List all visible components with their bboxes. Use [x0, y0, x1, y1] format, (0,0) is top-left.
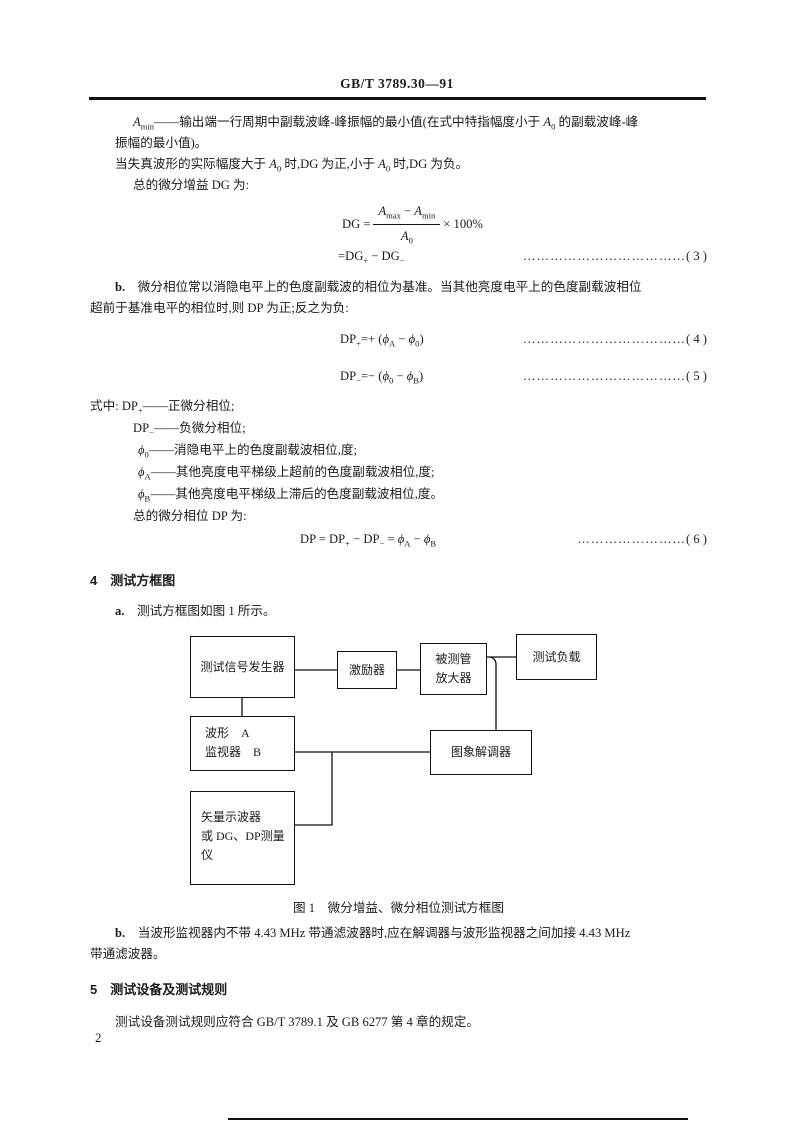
page-number: 2	[95, 1030, 102, 1045]
page-content: Amin——输出端一行周期中副载波峰-峰振幅的最小值(在式中特指幅度小于 A0 …	[90, 112, 707, 1033]
diagram-label-demodulator: 图象解调器	[450, 745, 511, 759]
block-diagram: 测试信号发生器 激励器 被测管 放大器 测试负载 波形 A 监视器 B 图象解调…	[90, 630, 707, 892]
eq3-rhs: × 100%	[443, 216, 483, 231]
eq6-tail: ……………………( 6 )	[577, 529, 707, 550]
diagram-box-waveform-monitor: 波形 A 监视器 B	[190, 716, 295, 771]
text-item-b-phase-line2: 超前于基准电平的相位时,则 DP 为正;反之为负:	[90, 301, 349, 315]
eq3-fraction: Amax − Amin A0	[373, 201, 441, 247]
eq4-leader-dots: ………………………………	[522, 332, 687, 346]
eq4-expression: DP+=+ (ϕA − ϕ0)	[340, 332, 424, 349]
wire-tap-to-demodulator	[488, 656, 497, 730]
section-4-heading: 4 测试方框图	[90, 573, 176, 588]
diagram-box-amplifier-under-test: 被测管 放大器	[420, 643, 487, 695]
eq4-number: ( 4 )	[686, 332, 707, 346]
equation-6: DP = DP+ − DP− = ϕA − ϕB ……………………( 6 )	[90, 529, 707, 550]
equation-3: DG = Amax − Amin A0 × 100% =DG+ − DG− ………	[90, 202, 707, 267]
diagram-label-scope-line2: 或 DG、DP测量仪	[201, 829, 285, 862]
text-dp-total-intro: 总的微分相位 DP 为:	[133, 509, 247, 523]
eq3-denominator: A0	[373, 224, 441, 247]
text-amin-definition-line1: Amin——输出端一行周期中副载波峰-峰振幅的最小值(在式中特指幅度小于 A0 …	[133, 115, 639, 132]
text-where-phiA: ϕA——其他亮度电平梯级上超前的色度副载波相位,度;	[138, 465, 435, 482]
diagram-box-test-signal-generator: 测试信号发生器	[190, 636, 295, 698]
text-dg-sign-rule: 当失真波形的实际幅度大于 A0 时,DG 为正,小于 A0 时,DG 为负。	[115, 157, 469, 174]
eq3-expansion: =DG+ − DG−	[338, 249, 405, 266]
diagram-label-exciter: 激励器	[348, 662, 385, 677]
wire-branch-to-scope	[295, 752, 333, 826]
text-dg-total-intro: 总的微分增益 DG 为:	[133, 178, 250, 192]
eq3-tail: ………………………………( 3 )	[523, 246, 707, 267]
text-section-5-body: 测试设备测试规则应符合 GB/T 3789.1 及 GB 6277 第 4 章的…	[115, 1015, 479, 1029]
text-where-phi0: ϕ0——消隐电平上的色度副载波相位,度;	[138, 443, 357, 460]
diagram-box-image-demodulator: 图象解调器	[430, 730, 532, 775]
section-5-heading: 5 测试设备及测试规则	[90, 982, 228, 997]
diagram-box-test-load: 测试负载	[516, 634, 597, 680]
equation-4: DP+=+ (ϕA − ϕ0) ………………………………( 4 )	[90, 329, 707, 350]
equation-5: DP−=− (ϕ0 − ϕB) ………………………………( 5 )	[90, 366, 707, 387]
diagram-label-generator: 测试信号发生器	[200, 659, 285, 674]
text-where-dp-minus: DP−——负微分相位;	[133, 421, 246, 438]
eq5-tail: ………………………………( 5 )	[523, 366, 707, 387]
eq3-leader-dots: ………………………………	[522, 249, 687, 263]
text-where-dp-plus: 式中: DP+——正微分相位;	[90, 399, 235, 416]
diagram-label-dut-line1: 被测管	[435, 652, 472, 666]
eq4-tail: ………………………………( 4 )	[523, 329, 707, 350]
diagram-label-dut-line2: 放大器	[435, 671, 472, 685]
diagram-label-monitor-line2: 监视器 B	[205, 745, 262, 759]
text-item-a-diagram: a. 测试方框图如图 1 所示。	[115, 604, 276, 618]
eq3-number: ( 3 )	[686, 249, 707, 263]
eq3-lhs: DG =	[342, 216, 371, 231]
diagram-box-vector-scope: 矢量示波器 或 DG、DP测量仪	[190, 791, 295, 885]
diagram-label-load: 测试负载	[532, 649, 581, 664]
equation-3-line2: =DG+ − DG− ………………………………( 3 )	[90, 246, 707, 267]
scan-edge-line	[228, 1118, 688, 1120]
eq3-numerator: Amax − Amin	[378, 204, 436, 221]
text-amin-definition-line2: 振幅的最小值)。	[115, 136, 208, 150]
doc-number: GB/T 3789.30—91	[340, 76, 454, 91]
equation-3-line1: DG = Amax − Amin A0 × 100%	[90, 202, 707, 246]
eq5-number: ( 5 )	[686, 369, 707, 383]
figure-1-caption: 图 1 微分增益、微分相位测试方框图	[293, 901, 504, 915]
eq6-leader-dots: ……………………	[577, 532, 687, 546]
eq5-expression: DP−=− (ϕ0 − ϕB)	[340, 369, 424, 386]
text-item-b-filter-line2: 带通滤波器。	[90, 947, 166, 961]
diagram-wires	[241, 656, 516, 826]
eq5-leader-dots: ………………………………	[522, 369, 687, 383]
text-item-b-filter-line1: b. 当波形监视器内不带 4.43 MHz 带通滤波器时,应在解调器与波形监视器…	[115, 926, 631, 940]
text-where-phiB: ϕB——其他亮度电平梯级上滞后的色度副载波相位,度。	[138, 487, 444, 504]
diagram-box-exciter: 激励器	[337, 651, 397, 689]
eq6-expression: DP = DP+ − DP− = ϕA − ϕB	[300, 532, 437, 549]
diagram-label-scope-line1: 矢量示波器	[201, 810, 262, 824]
eq6-number: ( 6 )	[686, 532, 707, 546]
text-item-b-phase-line1: b. 微分相位常以消隐电平上的色度副载波的相位为基准。当其他亮度电平上的色度副载…	[115, 280, 642, 294]
header-rule	[89, 97, 706, 100]
diagram-label-monitor-line1: 波形 A	[205, 726, 250, 740]
